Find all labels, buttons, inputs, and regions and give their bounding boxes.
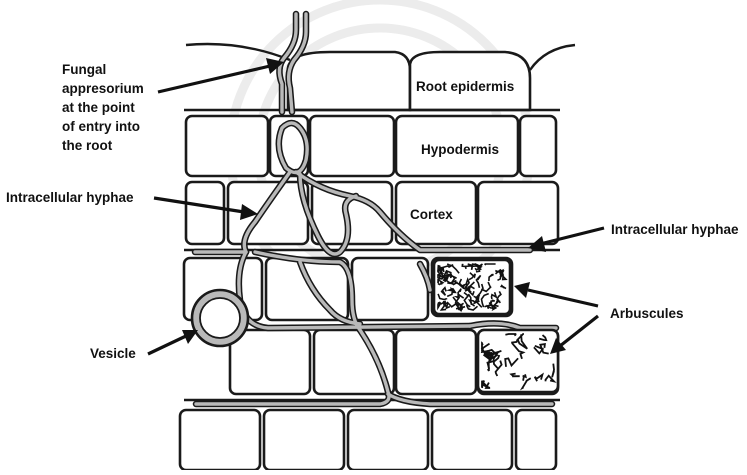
appressorium-line-5: the root xyxy=(62,138,113,153)
label-root-epidermis: Root epidermis xyxy=(416,79,514,94)
label-hypodermis: Hypodermis xyxy=(421,142,499,157)
label-intracellular-hyphae-right: Intracellular hyphae xyxy=(611,222,739,237)
appressorium-line-2: appresorium xyxy=(62,81,144,96)
label-intracellular-hyphae-left: Intracellular hyphae xyxy=(6,190,134,205)
label-appressorium: Fungal appresorium at the point of entry… xyxy=(62,62,144,153)
cortex-layer-1 xyxy=(184,182,560,250)
appressorium-line-4: of entry into xyxy=(62,119,140,134)
cortex-layer-4 xyxy=(180,410,556,470)
appressorium-line-3: at the point xyxy=(62,100,135,115)
label-vesicle: Vesicle xyxy=(90,346,136,361)
label-cortex: Cortex xyxy=(410,207,453,222)
hypodermis-layer xyxy=(186,116,556,176)
arbuscule-dense xyxy=(434,260,510,314)
arbuscule-open xyxy=(478,330,558,392)
vesicle xyxy=(192,290,248,346)
arbuscule-branch xyxy=(485,264,496,265)
appressorium-line-1: Fungal xyxy=(62,62,106,77)
arbuscule-branch xyxy=(482,342,483,351)
label-arbuscules: Arbuscules xyxy=(610,306,684,321)
